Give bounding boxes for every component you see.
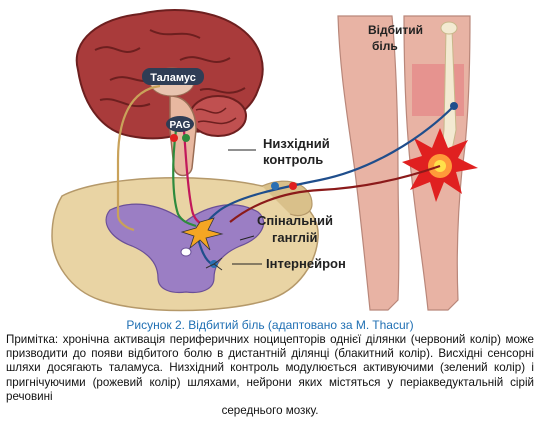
descending-control-label-1: Низхідний [263,136,330,151]
figure-caption: Рисунок 2. Відбитий біль (адаптовано за … [126,318,414,332]
neurons [170,102,458,271]
leg-neuron-blue [450,102,458,110]
interneuron-label: Інтернейрон [266,256,346,271]
note-lead: Примітка: [6,333,59,346]
thalamus-label: Таламус [150,72,196,84]
referred-pain-pathway [202,105,455,229]
pag-label: PAG [170,120,191,131]
spinal-ganglion-label-2: ганглій [272,230,317,245]
figure-note: Примітка: хронічна активація периферични… [6,333,534,418]
pain-burst [402,128,478,202]
ascending-pathway [116,84,161,232]
note-body: хронічна активація периферичних ноцицепт… [6,333,534,403]
ganglion-neuron-blue [271,182,279,190]
note-last-line: середнього мозку. [221,404,319,418]
spinal-ganglion-label-1: Спінальний [257,213,333,228]
nociceptor-pathway [229,164,441,223]
pag-neuron-green [182,134,190,142]
ganglion-neuron-red [289,182,297,190]
interneuron-cell [180,217,224,251]
referred-pain-label-2: біль [372,39,398,53]
brain [75,9,264,177]
pag-neuron-red [170,134,178,142]
referred-pain-label-1: Відбитий [368,23,423,37]
pag-label-box: PAG [166,116,194,132]
descending-control-label-2: контроль [263,152,323,167]
activating-pathway [172,129,197,228]
referred-pain-illustration: Таламус PAG Низхідний контроль Спінальни… [51,9,478,312]
thalamus-label-box: Таламус [142,68,204,85]
